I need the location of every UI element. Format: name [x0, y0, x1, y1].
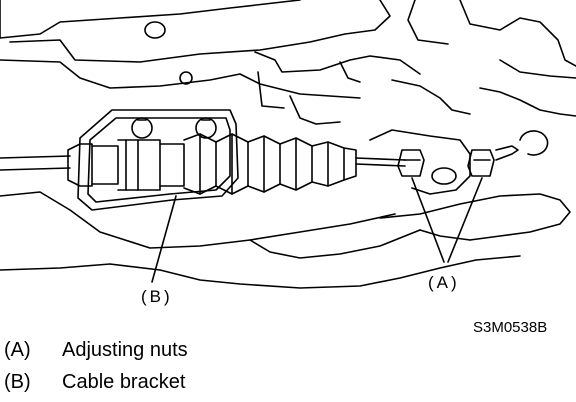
legend-item: (B) Cable bracket: [4, 371, 185, 394]
callout-leader-a-right: [447, 177, 483, 263]
legend-key: (B): [4, 371, 31, 393]
callout-leader-b: [151, 195, 177, 283]
callout-label-a: (A): [428, 273, 460, 292]
legend-key: (A): [4, 339, 31, 361]
legend-text: Cable bracket: [62, 371, 186, 393]
vehicle-frame-outline: [0, 0, 576, 125]
cable-bracket: [77, 109, 239, 211]
legend-item: (A) Adjusting nuts: [4, 339, 188, 362]
clutch-cable: [0, 155, 406, 171]
adjusting-nut-left: [397, 149, 425, 177]
figure-id-label: S3M0538B: [473, 319, 548, 336]
callout-label-b: (B): [141, 287, 173, 306]
adjusting-nut-right: [467, 149, 495, 177]
release-lever: [369, 129, 549, 195]
cable-end-fitting: [67, 139, 185, 191]
lower-housing-outline: [0, 191, 571, 289]
legend-text: Adjusting nuts: [62, 339, 188, 361]
rubber-boot: [183, 133, 357, 195]
callout-leader-a-left: [411, 177, 445, 263]
